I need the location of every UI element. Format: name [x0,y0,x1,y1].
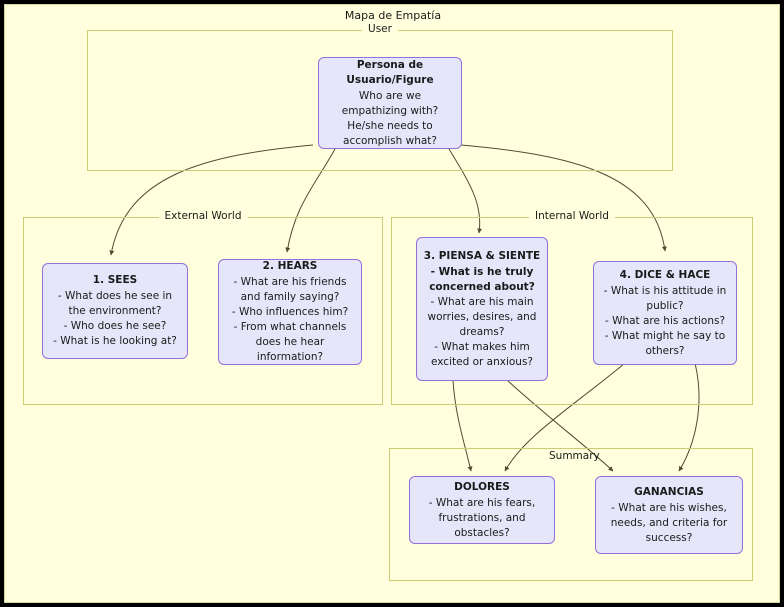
node-gains-title: GANANCIAS [634,485,704,498]
node-persona-title: Persona de Usuario/Figure [346,58,434,86]
node-says-does-line-2: - What might he say to others? [604,329,726,357]
node-sees-line-2: - What is he looking at? [53,335,177,347]
group-user-label: User [88,23,672,35]
node-persona-line-0: Who are we empathizing with? [341,89,439,117]
node-sees-line-0: - What does he see in the environment? [57,290,173,317]
node-persona[interactable]: Persona de Usuario/Figure Who are we emp… [318,57,462,149]
node-hears-line-1: - Who influences him? [231,306,349,318]
node-hears[interactable]: 2. HEARS - What are his friends and fami… [218,259,362,365]
node-gains[interactable]: GANANCIAS - What are his wishes, needs, … [595,476,743,554]
node-pains[interactable]: DOLORES - What are his fears, frustratio… [409,476,555,544]
group-summary [389,448,753,581]
node-persona-line-1: He/she needs to accomplish what? [343,119,437,147]
node-gains-line-0: - What are his wishes, needs, and criter… [610,501,728,544]
node-sees-line-1: - Who does he see? [63,320,167,332]
node-sees-title: 1. SEES [92,274,138,286]
node-thinks-feels-line-0: - What is he truly concerned about? [429,265,535,293]
group-internal-world: Internal World [391,210,753,405]
group-internal-world-label: Internal World [392,210,752,222]
node-says-does-title: 4. DICE & HACE [619,268,711,281]
group-external-world-label: External World [24,210,382,222]
group-external-world: External World [23,210,383,405]
node-says-does[interactable]: 4. DICE & HACE - What is his attitude in… [593,261,737,365]
node-thinks-feels-line-1: - What are his main worries, desires, an… [427,295,537,338]
node-pains-line-0: - What are his fears, frustrations, and … [428,496,536,539]
node-hears-line-2: - From what channels does he hear inform… [233,321,347,363]
node-hears-line-0: - What are his friends and family saying… [233,276,347,303]
node-thinks-feels[interactable]: 3. PIENSA & SIENTE - What is he truly co… [416,237,548,381]
group-summary-label: Summary [549,450,600,462]
node-sees[interactable]: 1. SEES - What does he see in the enviro… [42,263,188,359]
node-says-does-line-0: - What is his attitude in public? [603,284,727,312]
node-says-does-line-1: - What are his actions? [604,314,726,327]
diagram-title: Mapa de Empatía [344,9,442,22]
diagram-canvas: Mapa de Empatía User External World [4,4,780,603]
node-thinks-feels-line-2: - What makes him excited or anxious? [431,340,533,368]
node-hears-title: 2. HEARS [262,260,318,272]
node-pains-title: DOLORES [454,480,510,493]
node-thinks-feels-title: 3. PIENSA & SIENTE [423,249,541,262]
group-user: User [87,23,673,171]
